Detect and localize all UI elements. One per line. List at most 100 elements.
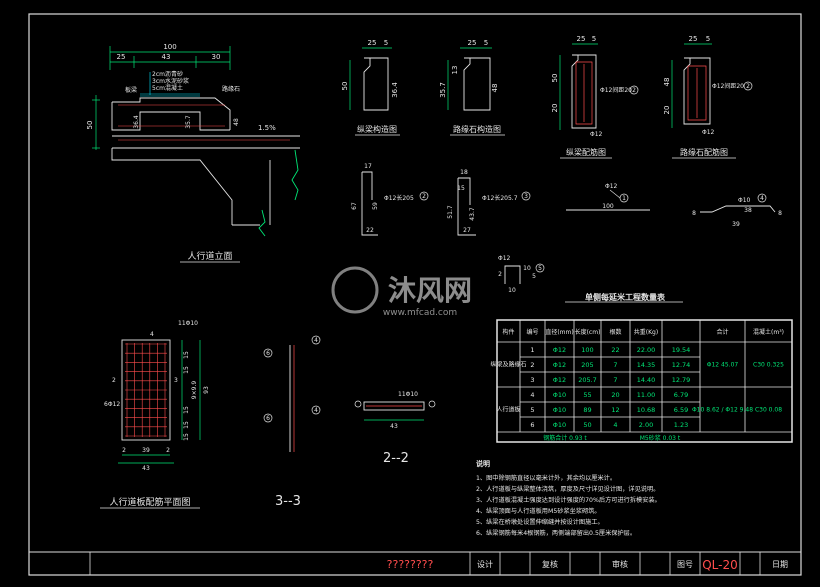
- table-cell-3-4: 11.00: [637, 391, 656, 399]
- elev-label-l: 板梁: [125, 86, 137, 94]
- bar5-num: 5: [538, 265, 542, 272]
- table-total-0: Φ12 45.07: [707, 362, 739, 369]
- watermark: 沐风网 www.mfcad.com: [331, 266, 472, 318]
- sec33-label-4: 4: [314, 407, 318, 414]
- elev-layer-3: 5cm混凝土: [152, 84, 183, 92]
- table-cell-5-3: 4: [613, 421, 617, 429]
- elev-title: 人行道立面: [187, 250, 232, 262]
- table-title: 单侧每延米工程数量表: [585, 292, 666, 302]
- plan-label-2: 2: [112, 377, 116, 384]
- plan-title: 人行道板配筋平面图: [109, 496, 190, 508]
- table-cell-4-2: 89: [583, 406, 591, 414]
- notes-heading: 说明: [476, 459, 490, 468]
- table-header-3: 长度(cm): [575, 328, 601, 336]
- bar1-len: 100: [602, 203, 614, 210]
- bar2-num: 2: [422, 193, 426, 200]
- table-cell-2-5: 12.79: [672, 376, 691, 384]
- beam-rebar-dim-4: 20: [551, 104, 559, 113]
- curb-rebar-note-num: 2: [746, 83, 750, 90]
- plan-dim-v-7: 93: [203, 386, 210, 394]
- bar4-dim-3: 8: [778, 210, 782, 217]
- sec33-label-1: 6: [266, 350, 270, 357]
- curb-dim-1: 25: [468, 39, 477, 47]
- note-item-5: 5、纵梁在桥墩处设置伸缩缝并按设计图施工。: [476, 518, 604, 526]
- table-cell-4-1: Φ10: [553, 406, 566, 414]
- table-group-name-1: 人行道板: [496, 406, 520, 414]
- bar2-label: Φ12长205: [384, 194, 414, 202]
- plan-dim-h-3: 2: [166, 447, 170, 454]
- bar4-dim-2: 38: [744, 207, 752, 214]
- plan-dim-h-1: 2: [122, 447, 126, 454]
- table-cell-3-3: 20: [611, 391, 619, 399]
- curb-rebar-title: 路缘石配筋图: [680, 147, 728, 157]
- note-item-1: 1、图中除钢筋直径以毫米计外，其余均以厘米计。: [476, 474, 616, 482]
- plan-dim-v-1: 15: [183, 351, 190, 359]
- table-concrete-0: C30 0.325: [753, 362, 784, 369]
- table-border: [496, 319, 793, 443]
- curb-rebar-dim-3: 48: [663, 78, 671, 87]
- table-cell-3-5: 6.79: [674, 391, 688, 399]
- elev-dim-top: 100: [163, 43, 176, 51]
- table-cell-2-2: 205.7: [578, 376, 597, 384]
- note-item-6: 6、纵梁钢筋每米4根钢筋，两侧端部留出0.5厘米保护层。: [476, 529, 636, 537]
- section-2-2: 43 11Φ10 2--2: [354, 391, 436, 466]
- plan-label-4: 4: [150, 331, 154, 338]
- plan-view: 15 15 9×9.9 15 15 15 93 2 39 2 43 11Φ10 …: [100, 320, 210, 509]
- beam-rebar-title: 纵梁配筋图: [566, 147, 606, 157]
- bar3-label: Φ12长205.7: [482, 194, 518, 202]
- table-cell-1-0: 2: [530, 361, 534, 369]
- table-cell-5-1: Φ10: [553, 421, 566, 429]
- table-header-4: 根数: [609, 328, 621, 336]
- section-2-2-title: 2--2: [383, 451, 409, 466]
- elevation-view: 100 25 43 30 50 2cm沥青砂 3c: [86, 43, 300, 263]
- plan-dim-v-5: 15: [183, 433, 190, 441]
- plan-label-bars: 6Φ12: [104, 401, 120, 408]
- elev-dim-side-1: 50: [86, 121, 94, 130]
- table-cell-0-0: 1: [530, 346, 534, 354]
- elev-layer-2: 3cm水泥砂浆: [152, 77, 189, 85]
- bar1-num: 1: [622, 195, 626, 202]
- sec22-dim: 43: [390, 423, 398, 430]
- table-cell-5-2: 50: [583, 421, 591, 429]
- bar3-dim-4: 43.7: [469, 207, 476, 221]
- elev-dim-c: 30: [212, 53, 221, 61]
- elev-label-r: 路缘石: [222, 85, 240, 93]
- curb-construction-view: 25 5 35.7 13 48 路缘石构造图: [439, 39, 505, 136]
- bar5-dim-2: 10: [508, 287, 516, 294]
- bar5-dim-4: 5: [532, 273, 536, 280]
- bar4-num: 4: [760, 195, 764, 202]
- table-cell-4-0: 5: [530, 406, 534, 414]
- drawing-number: QL-20: [702, 558, 738, 572]
- table-concrete-1: C30 0.08: [755, 407, 782, 414]
- outer-frame: [28, 13, 802, 576]
- table-header-1: 编号: [526, 328, 538, 336]
- beam-dim-2: 5: [384, 39, 388, 47]
- bar3-dim-3: 51.7: [447, 205, 454, 219]
- table-cell-2-1: Φ12: [553, 376, 566, 384]
- review-label: 审核: [612, 559, 628, 569]
- table-header-0: 构件: [502, 328, 514, 336]
- curb-dim-2: 5: [484, 39, 488, 47]
- table-cell-0-1: Φ12: [553, 346, 566, 354]
- table-cell-0-4: 22.00: [637, 346, 656, 354]
- bar3-dim-2: 15: [457, 185, 465, 192]
- table-header-7: 混凝土(m³): [753, 328, 784, 336]
- table-header-2: 直径(mm): [545, 328, 573, 336]
- bar2-dim-4: 22: [366, 227, 374, 234]
- elev-dim-side-2: 36.4: [133, 115, 140, 129]
- curb-dim-3: 35.7: [439, 82, 447, 98]
- table-cell-1-2: 205: [581, 361, 593, 369]
- table-footer-1: 钢筋合计 0.93 t: [543, 434, 587, 442]
- quantity-table: 单侧每延米工程数量表 构件编号直径(mm)长度(cm)根数共重(Kg)合计混凝土…: [490, 292, 793, 443]
- curb-rebar-note-1: Φ12间距20: [712, 82, 744, 90]
- table-cell-1-3: 7: [613, 361, 617, 369]
- curb-dim-4: 13: [451, 66, 459, 75]
- section-3-3-title: 3--3: [275, 494, 301, 509]
- table-cell-4-3: 12: [611, 406, 619, 414]
- curb-rebar-dim-4: 20: [663, 106, 671, 115]
- curb-rebar-dim-2: 5: [706, 35, 710, 43]
- notes-block: 说明 1、图中除钢筋直径以毫米计外，其余均以厘米计。 2、人行道板与纵梁整体浇筑…: [476, 459, 661, 537]
- bar5-dim-3: 10: [523, 265, 531, 272]
- bar-details: 17 67 59 22 Φ12长205 2 18 15 51.7 43.7 27…: [351, 163, 782, 294]
